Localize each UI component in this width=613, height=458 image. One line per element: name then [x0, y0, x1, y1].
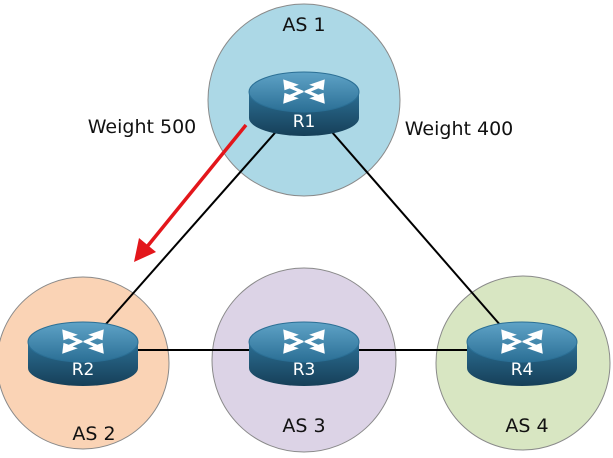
as1-label: AS 1	[282, 14, 325, 36]
link-r1-r2	[82, 99, 305, 351]
preferred-path-arrow	[134, 123, 248, 262]
router-icon	[27, 321, 139, 386]
router-r3-label: R3	[293, 360, 316, 380]
router-icon	[466, 321, 578, 386]
router-r3[interactable]: R3	[248, 321, 360, 386]
as3-label: AS 3	[282, 415, 325, 437]
link-r1-r4	[303, 99, 523, 351]
router-icon	[248, 321, 360, 386]
router-icon	[248, 71, 360, 136]
router-r4[interactable]: R4	[466, 321, 578, 386]
as2-label: AS 2	[72, 423, 115, 445]
weight-to-r2-label: Weight 500	[88, 116, 197, 138]
router-r2-label: R2	[72, 360, 95, 380]
weight-to-r4-label: Weight 400	[405, 118, 514, 140]
router-r4-label: R4	[511, 360, 534, 380]
as4-label: AS 4	[505, 415, 548, 437]
router-r1-label: R1	[293, 112, 316, 132]
router-r1[interactable]: R1	[248, 71, 360, 136]
router-r2[interactable]: R2	[27, 321, 139, 386]
